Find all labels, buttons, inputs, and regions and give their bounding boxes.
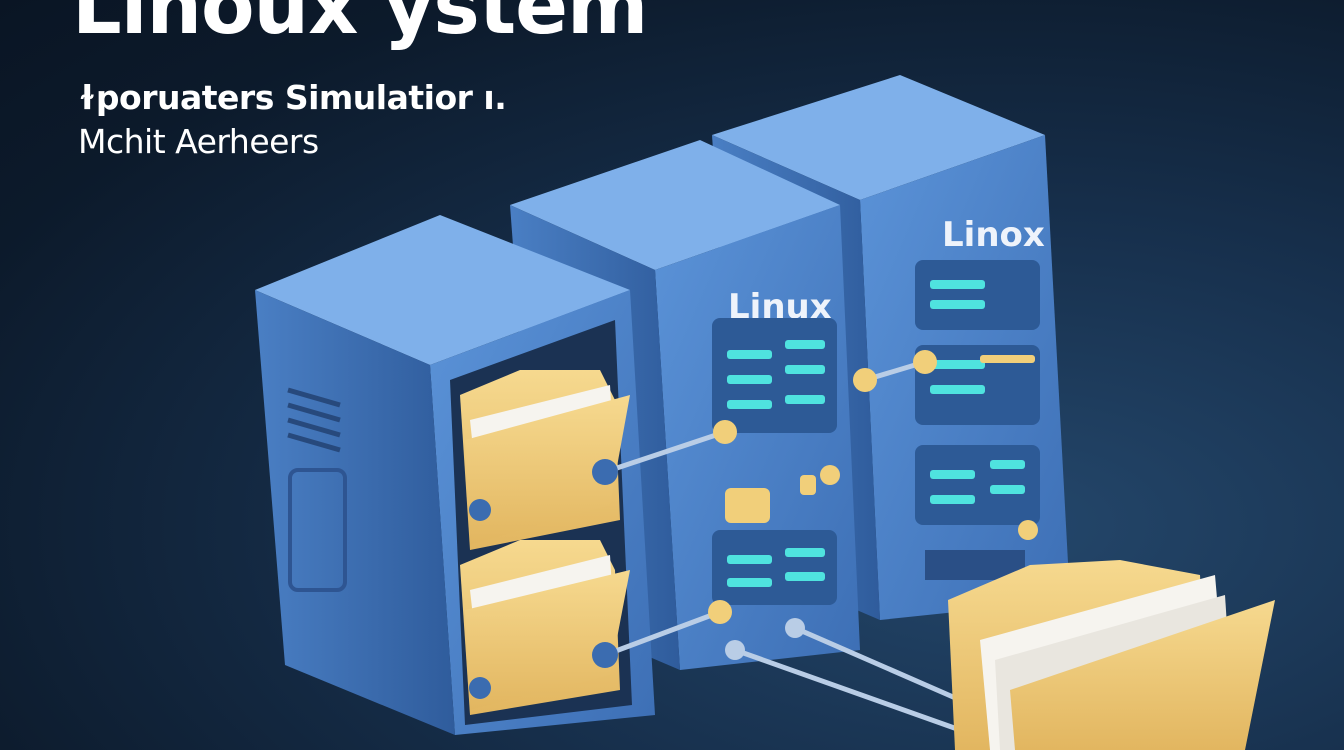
vent-icon [287,387,341,453]
connector-knob [592,642,618,668]
screen-panel [712,530,837,605]
folder-icon [460,370,630,550]
tagline: Mchit Aerheers [78,122,319,161]
connector-knob [913,350,937,374]
connector-knob [725,640,745,660]
large-folder-icon [948,560,1275,750]
connector-knob [713,420,737,444]
connector-knob [592,459,618,485]
subtitle: ɫporuaters Simulatior ı. [78,78,507,117]
connector-knob [1018,520,1038,540]
connector-knob [853,368,877,392]
server-left [255,215,655,735]
screen-panel [915,260,1040,330]
page-title: Linoux ystem [72,0,648,52]
connector-knob [785,618,805,638]
connector-knob [708,600,732,624]
server-label-right: Linox [942,215,1045,255]
folder-icon [460,540,630,715]
